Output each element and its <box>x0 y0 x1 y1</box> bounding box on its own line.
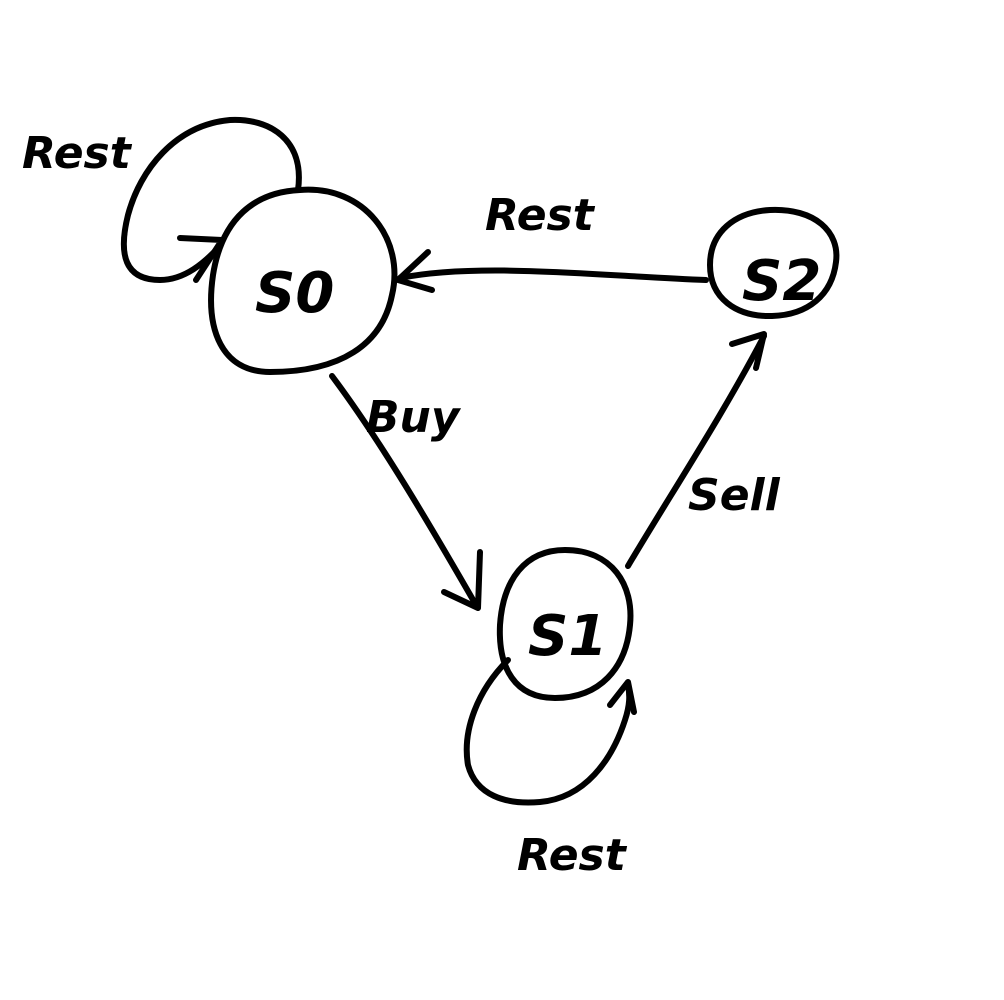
state-s1: S1 <box>496 547 634 701</box>
edge-s1-s2-label: Sell <box>688 470 781 521</box>
state-s2-circle <box>707 206 840 320</box>
self-loop-s0-arrowhead <box>177 235 225 283</box>
transition-s1-to-s2: Sell <box>625 331 781 569</box>
transition-s2-to-s0: Rest <box>395 190 709 293</box>
state-s0-circle <box>208 186 398 375</box>
edge-s2-s0-line <box>397 267 709 283</box>
edge-s2-s0-arrowhead <box>395 249 435 293</box>
state-s0-label: S0 <box>255 261 334 326</box>
self-loop-s1-label: Rest <box>517 830 628 881</box>
self-loop-s1-arc <box>463 657 633 806</box>
transition-s0-self-loop: Rest <box>22 116 302 283</box>
state-s2: S2 <box>707 206 840 320</box>
state-s0: S0 <box>208 186 398 375</box>
edge-s0-s1-label: Buy <box>366 392 462 443</box>
self-loop-s0-arc <box>120 116 302 283</box>
transition-s1-self-loop: Rest <box>463 657 637 881</box>
self-loop-s0-label: Rest <box>22 128 133 179</box>
edge-s2-s0-label: Rest <box>485 190 596 241</box>
state-s1-circle <box>496 547 634 701</box>
edge-s0-s1-line <box>329 373 479 608</box>
edge-s1-s2-line <box>625 333 767 569</box>
transition-s0-to-s1: Buy <box>329 373 483 611</box>
state-s2-label: S2 <box>742 249 821 314</box>
state-s1-label: S1 <box>528 604 607 669</box>
edge-s0-s1-arrowhead <box>441 549 483 611</box>
self-loop-s1-arrowhead <box>607 679 637 715</box>
edge-s1-s2-arrowhead <box>729 331 767 371</box>
